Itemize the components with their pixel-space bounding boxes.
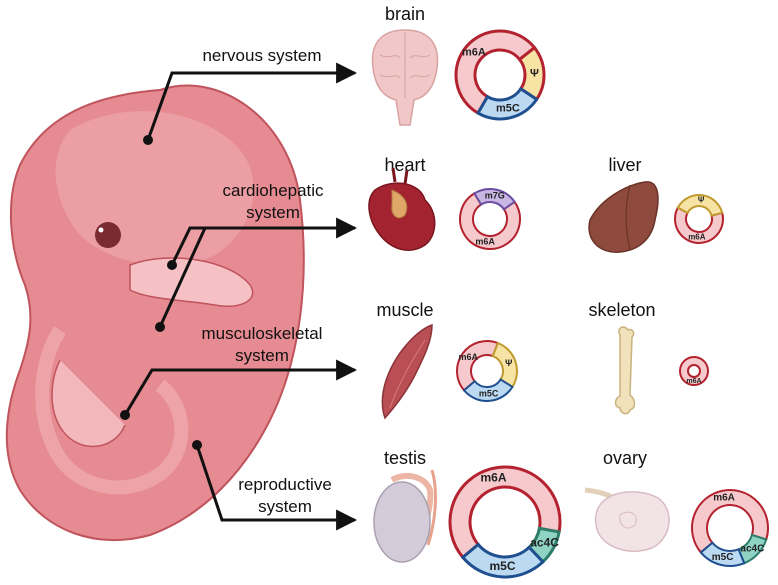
ring-brain-segment-2: [475, 86, 539, 121]
musculo-dot: [120, 410, 130, 420]
modification-rings: m6AΨm5Cm6Am7Gm6AΨm6AΨm5Cm6Am6Aac4Cm5Cm6A…: [448, 29, 769, 579]
connectors: [123, 62, 358, 531]
ring-ovary-label-1: ac4C: [740, 543, 764, 554]
ring-ovary-label-0: m6A: [713, 493, 735, 504]
muscle-illustration: [381, 323, 433, 420]
nervous-dot: [143, 135, 153, 145]
ring-testis-label-2: m5C: [489, 559, 515, 573]
organ-label-muscle: muscle: [376, 300, 433, 320]
ring-muscle-label-0: m6A: [459, 352, 479, 362]
ring-brain-label-1: Ψ: [530, 67, 539, 79]
cardiohepatic-label-line2: system: [246, 203, 300, 222]
cardio-dot-a: [167, 260, 177, 270]
ring-skeleton-label-0: m6A: [686, 378, 701, 385]
ring-muscle-segment-2: [462, 378, 514, 402]
embryo-illustration: [5, 84, 305, 541]
musculoskeletal-label-line1: musculoskeletal: [202, 324, 323, 343]
embryo-tail: [51, 359, 126, 447]
reproductive-label-line2: system: [258, 497, 312, 516]
ring-brain-label-0: m6A: [462, 46, 486, 58]
connector-dots: [120, 135, 202, 450]
organ-label-skeleton: skeleton: [588, 300, 655, 320]
ring-testis-label-1: ac4C: [530, 536, 559, 550]
cardiohepatic-label-line1: cardiohepatic: [222, 181, 324, 200]
ring-brain-label-2: m5C: [496, 102, 520, 114]
ring-liver: m6A Ψ: [674, 194, 724, 244]
ring-liver-segment-1: [676, 194, 724, 217]
testis-illustration: [373, 469, 437, 563]
ring-ovary-segment-0: [691, 489, 769, 554]
organ-label-liver: liver: [608, 155, 641, 175]
musculo-connector: [123, 359, 358, 416]
ring-heart-label-1: m7G: [485, 190, 505, 200]
ring-skeleton: m6A: [678, 356, 710, 386]
ring-heart-segment-1: [472, 188, 516, 211]
cardio-dot-b: [155, 322, 165, 332]
ring-testis-segment-0: [448, 465, 562, 560]
ring-ovary-label-2: m5C: [712, 552, 734, 563]
ring-muscle-segment-0: [456, 340, 500, 392]
ring-testis-segment-2: [460, 542, 546, 579]
brain-illustration: [371, 29, 439, 126]
ring-skeleton-segment-0: [678, 356, 710, 386]
organ-label-brain: brain: [385, 4, 425, 24]
ring-testis: m6A ac4C m5C: [448, 465, 562, 579]
ring-ovary: m6A ac4C m5C: [691, 489, 769, 567]
heart-illustration: [368, 167, 436, 251]
liver-illustration: [588, 181, 659, 253]
ring-liver-label-0: m6A: [688, 232, 706, 241]
organ-label-ovary: ovary: [603, 448, 647, 468]
reproductive-label-line1: reproductive: [238, 475, 332, 494]
cardio-connector-b: [158, 227, 207, 328]
ring-liver-label-1: Ψ: [698, 196, 705, 205]
repro-connector: [195, 444, 358, 531]
musculoskeletal-label-line2: system: [235, 346, 289, 365]
ring-muscle-label-1: Ψ: [505, 358, 512, 368]
cardio-connector-a: [170, 217, 358, 266]
ring-liver-segment-0: [674, 206, 724, 244]
embryo-eye: [95, 222, 121, 248]
ring-testis-label-0: m6A: [480, 471, 506, 485]
nervous-connector: [146, 62, 358, 141]
ovary-illustration: [584, 487, 670, 552]
ring-heart-segment-0: [459, 192, 521, 250]
nervous-system-label: nervous system: [202, 46, 321, 65]
ring-ovary-segment-2: [699, 541, 746, 567]
organ-label-testis: testis: [384, 448, 426, 468]
bone-illustration: [614, 326, 636, 415]
embryo-eye-highlight: [98, 227, 104, 233]
ring-brain-segment-0: [454, 29, 537, 116]
ring-heart: m6A m7G: [459, 188, 521, 250]
ring-muscle-label-2: m5C: [479, 388, 499, 398]
ring-heart-label-0: m6A: [475, 236, 495, 246]
organ-label-heart: heart: [384, 155, 425, 175]
embryo-fold: [35, 326, 189, 495]
repro-dot: [192, 440, 202, 450]
